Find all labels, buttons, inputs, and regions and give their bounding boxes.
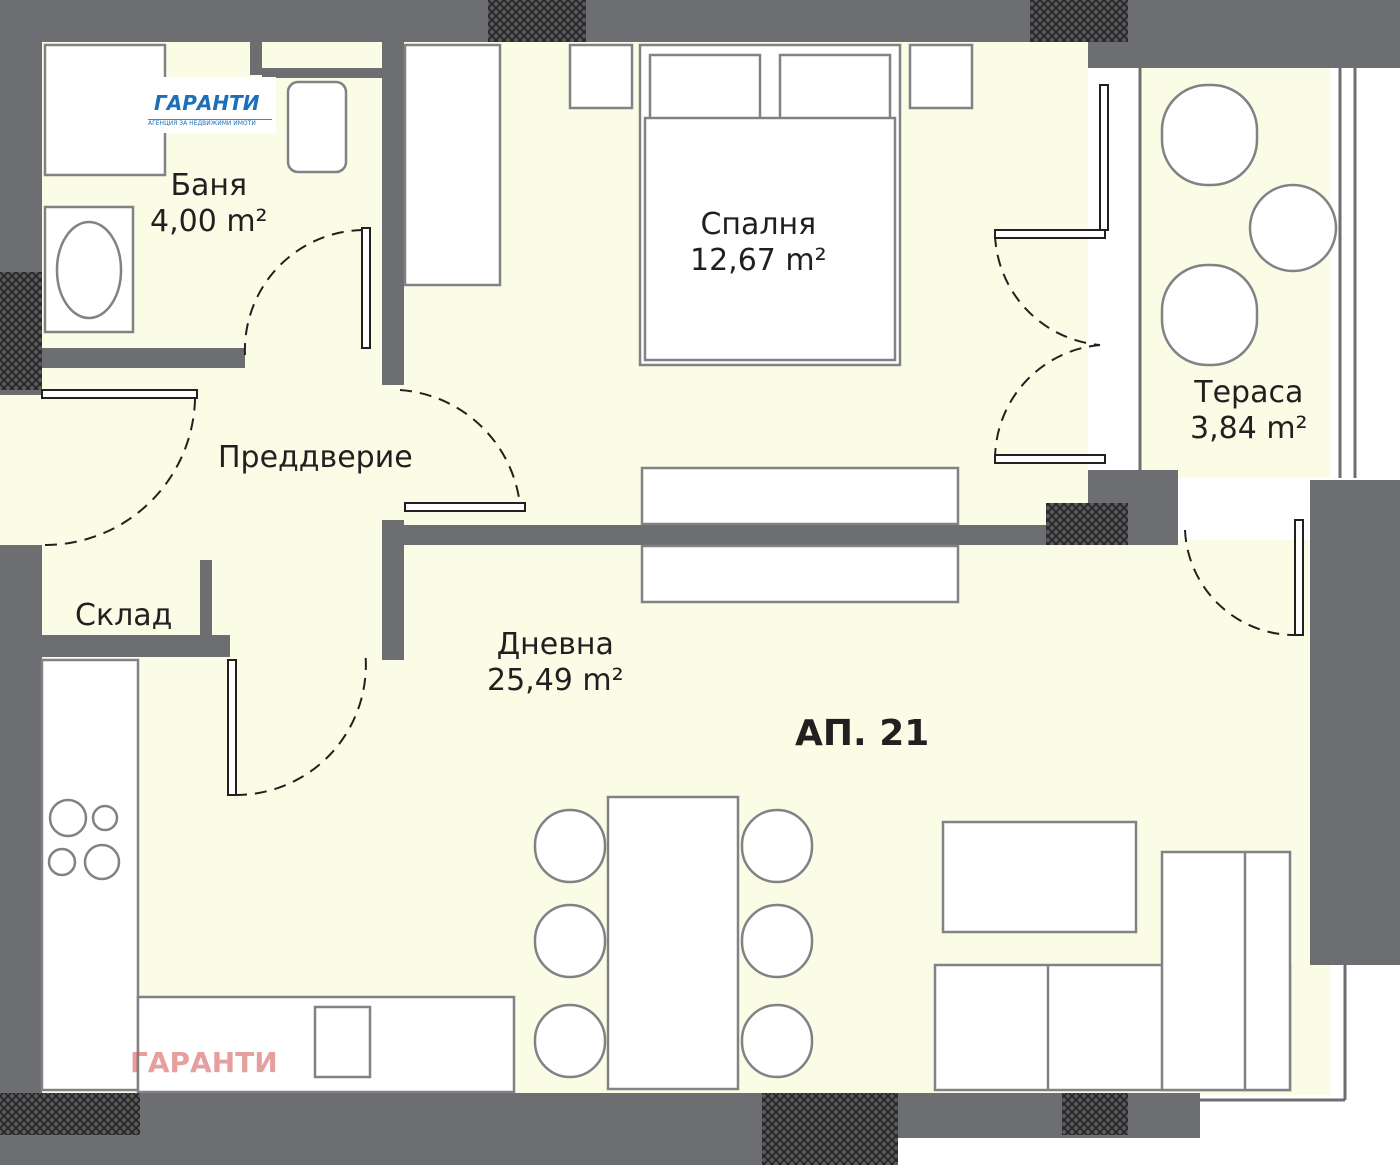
agency-logo: ГАРАНТИ АГЕНЦИЯ ЗА НЕДВИЖИМИ ИМОТИ — [146, 77, 276, 133]
columns — [0, 0, 1128, 1165]
room-area: 12,67 m² — [690, 243, 827, 278]
watermark: ГАРАНТИ — [130, 1046, 278, 1079]
room-area: 25,49 m² — [487, 663, 624, 698]
room-name: Дневна — [496, 627, 614, 662]
toilet — [286, 80, 348, 174]
door-swings — [44, 228, 1299, 797]
room-name: Преддверие — [218, 440, 413, 475]
room-name: Баня — [170, 168, 248, 203]
furniture — [40, 43, 1338, 1094]
coffee-table — [941, 820, 1138, 934]
room-name: Склад — [75, 598, 173, 633]
apartment-number: АП. 21 — [795, 713, 930, 754]
room-name: Спалня — [700, 207, 817, 242]
room-bathroom: Баня 4,00 m² — [150, 168, 268, 240]
nightstand-right — [908, 43, 974, 110]
room-living: Дневна 25,49 m² — [487, 627, 624, 699]
room-bedroom: Спалня 12,67 m² — [690, 207, 827, 279]
tv-unit-bedroom — [640, 466, 960, 526]
terrace-chair — [1160, 83, 1259, 187]
dining-table — [606, 795, 740, 1091]
logo-name: ГАРАНТИ — [154, 91, 260, 115]
room-hallway: Преддверие — [218, 440, 413, 476]
room-area: 4,00 m² — [150, 204, 268, 239]
room-name: Тераса — [1194, 375, 1304, 410]
room-storage: Склад — [75, 598, 172, 634]
door-leaves — [41, 84, 1304, 796]
wardrobe — [403, 43, 502, 287]
terrace-table — [1248, 183, 1338, 273]
nightstand-left — [568, 43, 634, 110]
room-area: 3,84 m² — [1190, 411, 1308, 446]
room-terrace: Тераса 3,84 m² — [1190, 375, 1308, 447]
tv-unit-living — [640, 544, 960, 604]
logo-tagline: АГЕНЦИЯ ЗА НЕДВИЖИМИ ИМОТИ — [148, 119, 272, 127]
terrace-chair — [1160, 263, 1259, 367]
terrace-railing — [1138, 68, 1357, 1102]
